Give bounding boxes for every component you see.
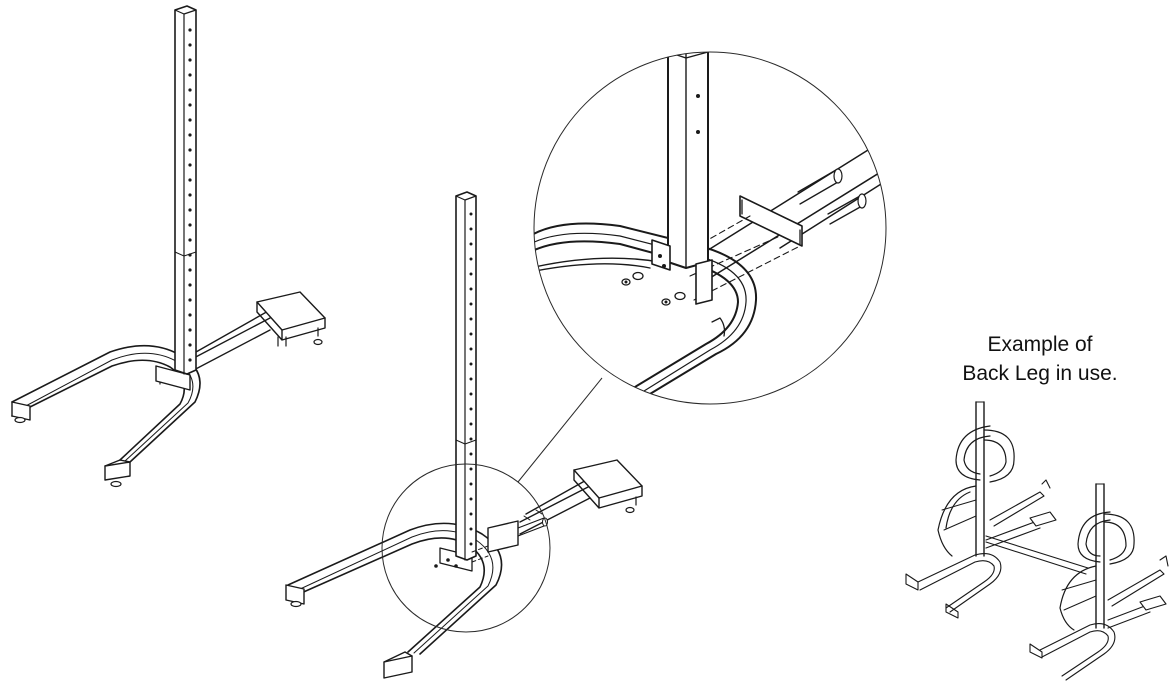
example-caption: Example of Back Leg in use.: [930, 330, 1150, 388]
upright-hole: [188, 43, 192, 47]
upright-hole: [469, 422, 473, 426]
zoom-detail: [533, 51, 887, 405]
upright-hole: [469, 512, 473, 516]
u-base: [11, 344, 201, 488]
upright-hole: [188, 208, 192, 212]
connecting-bar: [985, 535, 1089, 575]
upright-hole: [469, 542, 473, 546]
upright-post: [455, 191, 477, 561]
upright-hole: [188, 58, 192, 62]
caption-line-1: Example of: [987, 333, 1093, 356]
upright-hole: [188, 163, 192, 167]
stand-right: [1029, 483, 1169, 681]
upright-hole: [469, 362, 473, 366]
upright-hole: [469, 392, 473, 396]
upright-hole: [188, 253, 192, 257]
upright-hole: [188, 193, 192, 197]
upright-hole: [188, 223, 192, 227]
stand-left: [905, 401, 1057, 619]
caption-line-2: Back Leg in use.: [962, 362, 1118, 385]
nuts-and-washers: [621, 254, 686, 306]
upright-hole: [188, 283, 192, 287]
upright-hole: [469, 212, 473, 216]
zoom-circle-border: [533, 51, 887, 405]
upright-hole: [469, 317, 473, 321]
upright-hole: [188, 118, 192, 122]
upright-hole: [188, 358, 192, 362]
upright-hole: [469, 452, 473, 456]
upright-hole: [188, 88, 192, 92]
upright-hole: [188, 103, 192, 107]
upright-hole: [469, 497, 473, 501]
rear-crossbar: [519, 459, 643, 535]
exploded-plate: [434, 517, 548, 568]
upright-hole: [469, 347, 473, 351]
upright-hole: [188, 298, 192, 302]
upright-hole: [469, 257, 473, 261]
upright-hole: [188, 313, 192, 317]
upright-hole: [469, 437, 473, 441]
upright-hole: [188, 268, 192, 272]
rear-crossbar: [189, 291, 326, 373]
upright-hole: [469, 242, 473, 246]
zoom-upright: [667, 52, 709, 269]
upright-hole: [469, 482, 473, 486]
upright-hole: [469, 407, 473, 411]
upright-hole: [469, 332, 473, 336]
upright-hole: [188, 178, 192, 182]
upright-hole: [188, 28, 192, 32]
upright-hole: [469, 467, 473, 471]
detail-indicator-circle: [381, 463, 551, 633]
upright-hole: [469, 527, 473, 531]
upright-hole: [469, 287, 473, 291]
upright-hole: [469, 302, 473, 306]
upright-post: [174, 5, 197, 375]
upright-hole: [469, 377, 473, 381]
upright-hole: [188, 328, 192, 332]
upright-hole: [188, 73, 192, 77]
back-leg-assembled: [11, 5, 326, 488]
upright-hole: [188, 238, 192, 242]
upright-hole: [469, 272, 473, 276]
upright-hole: [188, 133, 192, 137]
leader-line: [517, 377, 603, 483]
zoom-exploded-plate: [739, 195, 803, 247]
upright-hole: [188, 343, 192, 347]
example-in-use-drawing: [905, 401, 1169, 681]
upright-hole: [188, 148, 192, 152]
upright-hole: [469, 227, 473, 231]
